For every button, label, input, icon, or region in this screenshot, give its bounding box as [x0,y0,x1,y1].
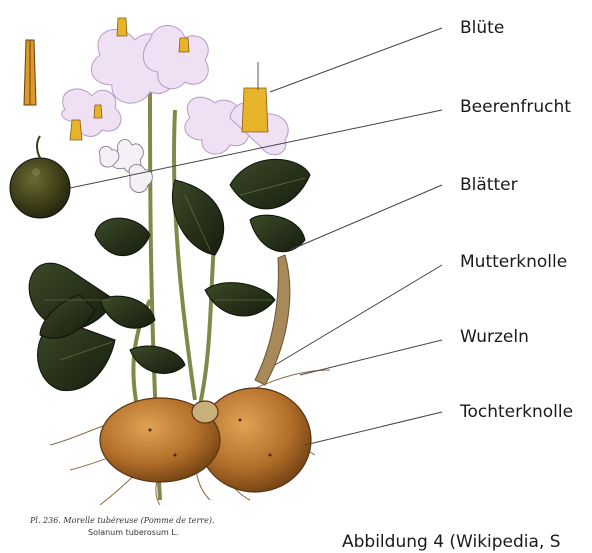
source-note: Abbildung 4 (Wikipedia, S [342,532,561,552]
label-wurzeln: Wurzeln [460,327,529,347]
mother-tuber [255,255,290,385]
plate-caption-line1: Pl. 236. Morelle tubéreuse (Pomme de ter… [30,516,215,525]
label-mutterknolle: Mutterknolle [460,252,567,272]
label-tochterknolle: Tochterknolle [460,402,573,422]
label-blaetter: Blätter [460,175,518,195]
plate-caption-line2: Solanum tuberosum L. [88,528,178,537]
stamen-detail [24,40,36,105]
berry-fruit [10,136,70,218]
label-bluete: Blüte [460,18,504,38]
label-beerenfrucht: Beerenfrucht [460,97,571,117]
tubers [100,388,311,492]
flower-buds [99,140,152,193]
